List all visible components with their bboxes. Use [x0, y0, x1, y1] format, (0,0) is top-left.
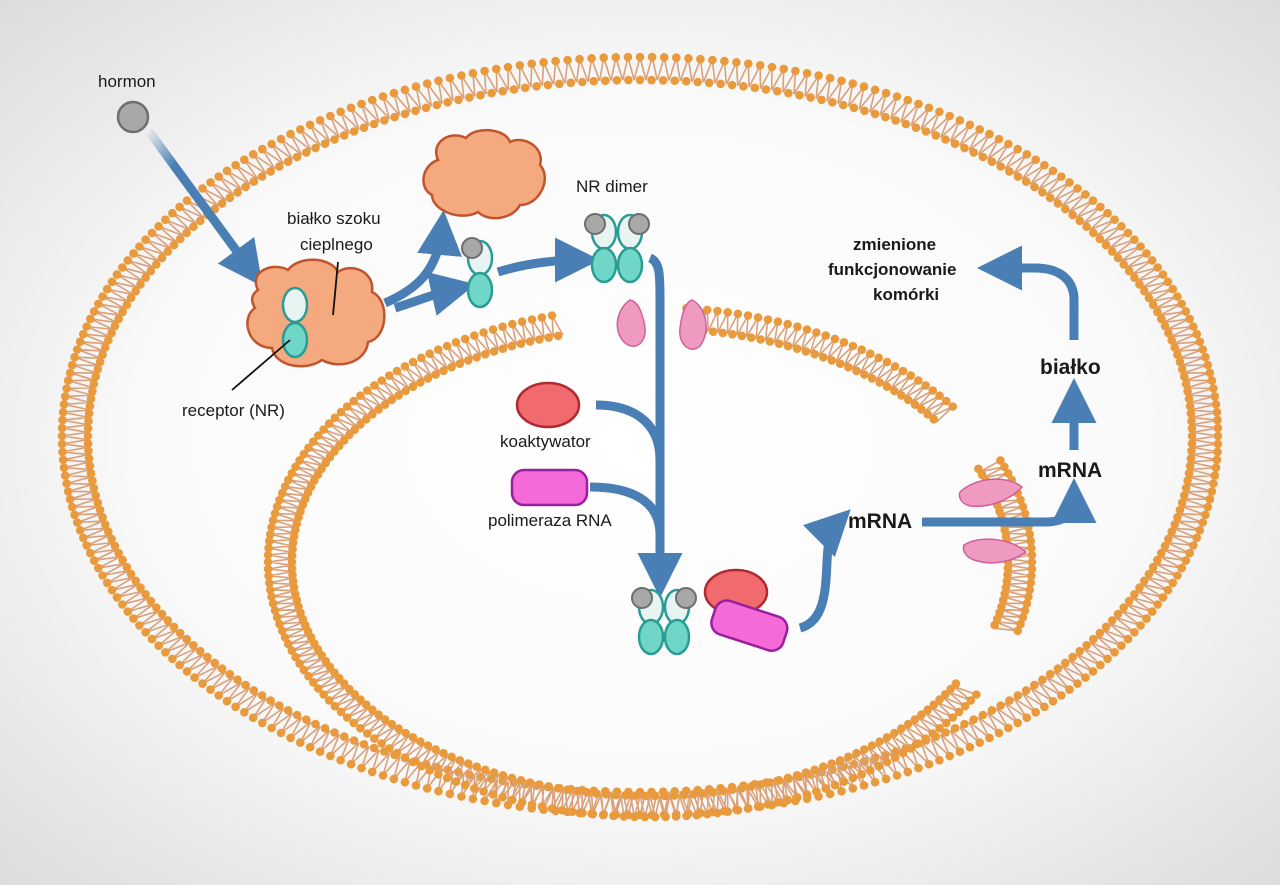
nr-dimer-nucleus	[631, 587, 697, 656]
hormone-molecule	[116, 100, 150, 134]
coactivator-icon	[515, 381, 581, 429]
nuclear-pore-icon	[962, 538, 1028, 564]
cell-membrane	[57, 52, 1223, 820]
dimerization-arrow	[496, 237, 600, 283]
outcome-label-line3: komórki	[873, 285, 939, 304]
nuclear-pore-icon	[958, 478, 1024, 508]
nr-dimer-cytoplasm	[584, 213, 650, 284]
outcome-label-line1: zmienione	[853, 235, 936, 254]
hormone-entry-arrow	[144, 127, 263, 287]
hsp-receptor-complex	[246, 258, 386, 368]
mrna-cytoplasm-label: mRNA	[1038, 459, 1102, 482]
hsp-label-line2: cieplnego	[300, 235, 373, 254]
outcome-label-line2: funkcjonowanie	[828, 260, 956, 279]
bound-rna-polymerase-icon	[710, 599, 789, 652]
mrna-export-arrow	[922, 478, 1097, 527]
rna-polymerase-icon	[510, 468, 589, 507]
mrna-nuclear-label: mRNA	[848, 510, 912, 533]
receptor-top-icon	[281, 286, 309, 324]
transcription-arrow	[798, 509, 851, 633]
nuclear-envelope	[263, 303, 1037, 822]
protein-label: białko	[1040, 356, 1101, 379]
coactivator-join-arrow	[595, 400, 665, 461]
hsp-leader-line	[332, 261, 339, 316]
polymerase-join-arrow	[589, 482, 665, 536]
polymerase-label: polimeraza RNA	[488, 511, 612, 530]
receptor-leader-line	[231, 339, 291, 391]
nuclear-pore-icon	[679, 299, 707, 350]
hormone-label: hormon	[98, 72, 156, 91]
nuclear-import-arrow	[637, 253, 683, 598]
free-hsp	[422, 129, 546, 220]
dissociation-arrow	[383, 210, 462, 308]
nr-dimer-label: NR dimer	[576, 177, 648, 196]
nuclear-pore-icon	[616, 299, 646, 347]
receptor-label: receptor (NR)	[182, 401, 285, 420]
coactivator-label: koaktywator	[500, 432, 591, 451]
hsp-label-line1: białko szoku	[287, 209, 381, 228]
receptor-release-arrow	[393, 271, 476, 316]
receptor-bottom-icon	[281, 321, 309, 359]
effect-arrow	[977, 245, 1079, 340]
hormone-bound-receptor	[461, 237, 494, 309]
